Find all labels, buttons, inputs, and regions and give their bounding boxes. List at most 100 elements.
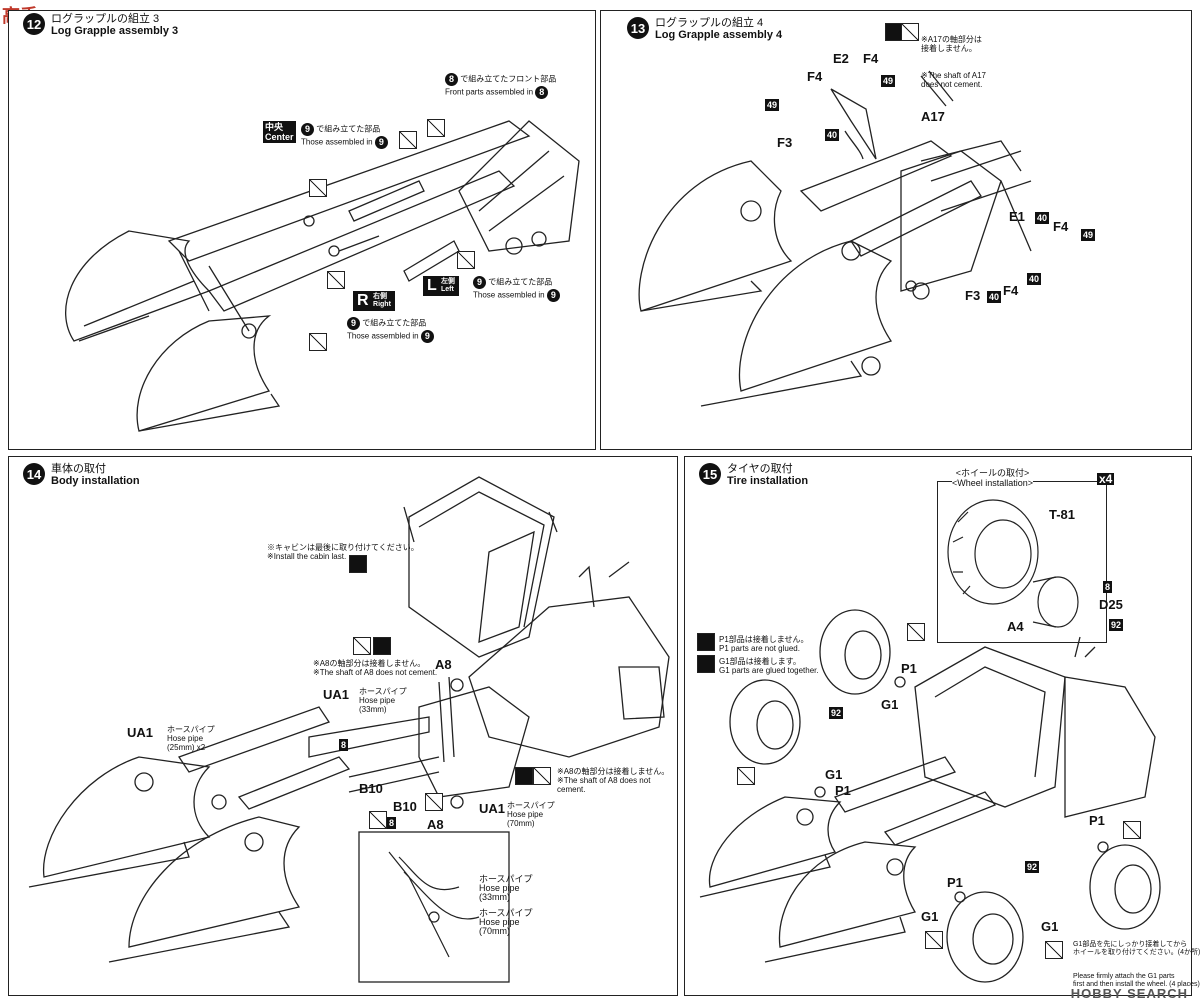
inset-title-jp: <ホイールの取付> <box>955 468 1030 478</box>
front-parts-callout: 8 で組み立てたフロント部品 Front parts assembled in … <box>445 73 556 99</box>
step-ref-badge: 8 <box>535 86 549 99</box>
step-header: 13 ログラップルの組立 4 Log Grapple assembly 4 <box>627 17 782 42</box>
no-glue-icon <box>353 637 371 655</box>
glue-icon <box>515 767 533 785</box>
callout-en: Those assembled in <box>473 290 545 300</box>
step-ref-8: 8 <box>1103 581 1113 593</box>
step-ref-8: 8 <box>387 817 397 829</box>
part-label-p1: P1 <box>835 783 851 798</box>
desc-jp: ホースパイプ <box>479 874 533 884</box>
step-ref-badge: 9 <box>546 289 560 302</box>
note-jp: P1部品は接着しません。 <box>719 635 809 644</box>
tag-en: Center <box>265 132 294 142</box>
inset-title: <ホイールの取付> <Wheel installation> <box>952 468 1034 488</box>
no-glue-icon <box>309 333 327 351</box>
step-ref-badge: 9 <box>301 123 314 136</box>
step-title-jp: タイヤの取付 <box>727 463 793 475</box>
no-glue-icon <box>369 811 387 829</box>
desc-length: (70mm) <box>507 819 535 828</box>
note-en: ※The shaft of A8 does not cement. <box>313 668 438 677</box>
inset-hose-33: ホースパイプ Hose pipe (33mm) <box>479 875 533 902</box>
callout-jp: で組み立てた部品 <box>362 318 427 328</box>
no-glue-icon <box>1123 821 1141 839</box>
hobby-search-logo: HOBBY SEARCH <box>1070 986 1188 1001</box>
no-glue-icon <box>399 131 417 149</box>
tire-installation-drawing <box>699 609 1161 983</box>
part-label: E1 <box>1009 209 1025 224</box>
tag-jp: 中央 <box>265 122 284 132</box>
inset-title-en: <Wheel installation> <box>952 478 1034 488</box>
step-ref-badge: 9 <box>347 317 360 330</box>
step-ref-badge: 9 <box>374 136 388 149</box>
step-12-panel: 12 ログラップルの組立 3 Log Grapple assembly 3 <box>8 10 596 450</box>
center-callout: 9 で組み立てた部品 Those assembled in 9 <box>301 123 388 149</box>
step-title-en: Body installation <box>51 475 140 487</box>
part-label-p1: P1 <box>1089 813 1105 828</box>
no-glue-icon <box>925 931 943 949</box>
desc-jp: ホースパイプ <box>167 725 215 734</box>
p1-note: P1部品は接着しません。 P1 parts are not glued. <box>719 635 809 653</box>
left-tag: L 左側 Left <box>423 276 459 296</box>
step-header: 14 車体の取付 Body installation <box>23 463 140 488</box>
step-ref-badge: 8 <box>445 73 458 86</box>
part-label: F4 <box>1003 283 1019 298</box>
right-tag: R 右側 Right <box>353 291 395 311</box>
step-number: 13 <box>627 17 649 39</box>
no-glue-icon <box>737 767 755 785</box>
step-ref-badge: 9 <box>473 276 486 289</box>
part-label-b10: B10 <box>393 799 417 814</box>
step-header: 15 タイヤの取付 Tire installation <box>699 463 808 488</box>
note-en: ※The shaft of A17 does not cement. <box>921 71 986 89</box>
step-number: 14 <box>23 463 45 485</box>
part-label: F4 <box>863 51 879 66</box>
part-number: 49 <box>765 99 780 111</box>
g1-note: G1部品は接着します。 G1 parts are glued together. <box>719 657 819 675</box>
grapple-assembly-4-drawing <box>638 70 1032 407</box>
desc-en: Hose pipe <box>479 917 520 927</box>
no-glue-icon <box>457 251 475 269</box>
no-glue-icon <box>327 271 345 289</box>
tag-en: Left <box>440 286 454 293</box>
desc-jp: ホースパイプ <box>359 687 407 696</box>
hose-70-callout: UA1 <box>479 801 505 816</box>
part-number: 92 <box>829 707 844 719</box>
step-header: 12 ログラップルの組立 3 Log Grapple assembly 3 <box>23 13 178 38</box>
tag-letter: R <box>357 292 369 310</box>
note-jp: ※A8の軸部分は接着しません。 <box>557 767 670 776</box>
desc-en: Hose pipe <box>359 696 396 705</box>
part-label: E2 <box>833 51 849 66</box>
part-label-a8: A8 <box>427 817 444 832</box>
no-glue-icon <box>427 119 445 137</box>
left-callout: 9 で組み立てた部品 Those assembled in 9 <box>473 276 560 302</box>
step-13-panel: 13 ログラップルの組立 4 Log Grapple assembly 4 ※A… <box>600 10 1192 450</box>
step-title-jp: ログラップルの組立 4 <box>655 17 764 29</box>
step-ref-8: 8 <box>339 739 349 751</box>
tag-jp: 左側 <box>440 278 455 285</box>
part-label: F4 <box>807 69 823 84</box>
desc-length: (33mm) <box>359 705 387 714</box>
note-en: ※The shaft of A8 does not cement. <box>557 776 651 794</box>
part-label: F3 <box>965 288 981 303</box>
no-glue-icon <box>901 23 919 41</box>
step-title-jp: ログラップルの組立 3 <box>51 13 160 25</box>
part-code: UA1 <box>127 725 154 740</box>
hose-33-callout: UA1 <box>323 687 349 702</box>
part-label-g1: G1 <box>1041 919 1059 934</box>
callout-jp: で組み立てた部品 <box>316 124 381 134</box>
part-label-p1: P1 <box>901 661 917 676</box>
step-ref-badge: 9 <box>420 330 434 343</box>
wheel-installation-inset: <ホイールの取付> <Wheel installation> <box>937 468 1107 643</box>
desc-en: Hose pipe <box>167 734 204 743</box>
step-number: 15 <box>699 463 721 485</box>
desc-length: (70mm) <box>479 926 510 936</box>
part-label-d25: D25 <box>1099 597 1123 612</box>
note-jp: ※キャビンは最後に取り付けてください。 <box>267 543 419 552</box>
tag-en: Right <box>373 301 391 308</box>
part-number: 92 <box>1109 619 1124 631</box>
note-jp: G1部品を先にしっかり接着してから ホイールを取り付けてください。(4か所) <box>1073 941 1200 956</box>
part-number: 40 <box>825 129 840 141</box>
part-label-p1: P1 <box>947 875 963 890</box>
part-label-g1: G1 <box>921 909 939 924</box>
cabin-note: ※キャビンは最後に取り付けてください。 ※Install the cabin l… <box>267 543 419 561</box>
part-label-g1: G1 <box>825 767 843 782</box>
